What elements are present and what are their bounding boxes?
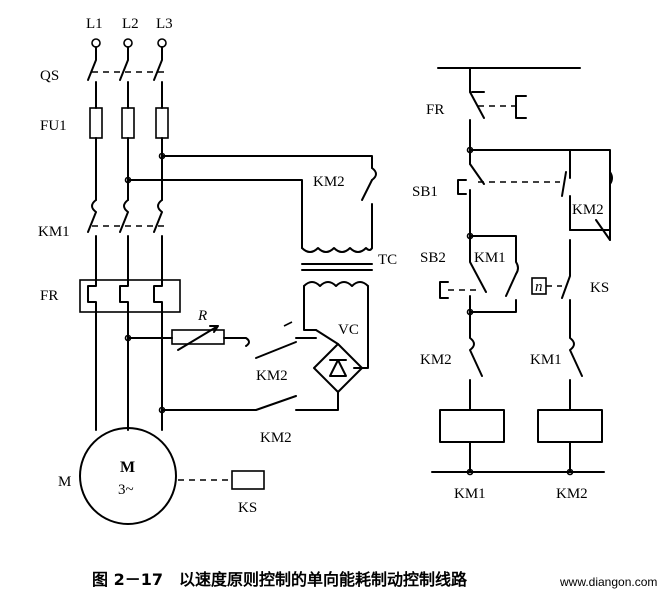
label-sb2: SB2 bbox=[420, 250, 446, 266]
label-coil-km2: KM2 bbox=[556, 486, 588, 502]
label-fr-main: FR bbox=[40, 288, 58, 304]
label-coil-km1: KM1 bbox=[454, 486, 486, 502]
label-fu1: FU1 bbox=[40, 118, 67, 134]
control-circuit: FR SB1 KM2 SB2 KM1 n KS bbox=[412, 67, 613, 502]
label-m-left: M bbox=[58, 474, 71, 490]
figure-caption: 图 2－17 以速度原则控制的单向能耗制动控制线路 bbox=[92, 570, 468, 589]
transformer-tc-primary bbox=[301, 247, 373, 253]
terminal-l1 bbox=[91, 38, 101, 48]
label-fr-ctrl: FR bbox=[426, 102, 444, 118]
thermal-relay-fr bbox=[79, 279, 181, 313]
label-km2-a: KM2 bbox=[256, 368, 288, 384]
motor-phase: 3~ bbox=[118, 482, 134, 498]
label-km1-hold: KM1 bbox=[474, 250, 506, 266]
main-circuit: L1 L2 L3 QS FU1 KM2 KM1 FR bbox=[38, 16, 397, 525]
watermark: www.diangon.com bbox=[559, 575, 657, 589]
label-r: R bbox=[197, 308, 207, 324]
rectifier-vc bbox=[313, 343, 363, 393]
label-km2-b: KM2 bbox=[260, 430, 292, 446]
label-km2-hold: KM2 bbox=[572, 202, 604, 218]
fuse-l3 bbox=[155, 107, 169, 139]
label-l2: L2 bbox=[122, 16, 139, 32]
fuse-l2 bbox=[121, 107, 135, 139]
motor-label: M bbox=[120, 459, 135, 476]
transformer-tc-secondary bbox=[303, 281, 369, 287]
label-km1-interlock: KM1 bbox=[530, 352, 562, 368]
label-km2-interlock: KM2 bbox=[420, 352, 452, 368]
coil-km2 bbox=[537, 409, 603, 443]
label-tc: TC bbox=[378, 252, 397, 268]
label-l3: L3 bbox=[156, 16, 173, 32]
fuse-l1 bbox=[89, 107, 103, 139]
label-l1: L1 bbox=[86, 16, 103, 32]
label-km2-tc: KM2 bbox=[313, 174, 345, 190]
label-n-symbol: n bbox=[535, 279, 543, 295]
speed-relay-ks bbox=[231, 470, 265, 490]
terminal-l2 bbox=[123, 38, 133, 48]
label-km1-main: KM1 bbox=[38, 224, 70, 240]
label-sb1: SB1 bbox=[412, 184, 438, 200]
label-ks-main: KS bbox=[238, 500, 257, 516]
motor-m bbox=[79, 427, 177, 525]
label-qs: QS bbox=[40, 68, 59, 84]
terminal-l3 bbox=[157, 38, 167, 48]
label-vc: VC bbox=[338, 322, 359, 338]
coil-km1 bbox=[439, 409, 505, 443]
label-ks-ctrl: KS bbox=[590, 280, 609, 296]
